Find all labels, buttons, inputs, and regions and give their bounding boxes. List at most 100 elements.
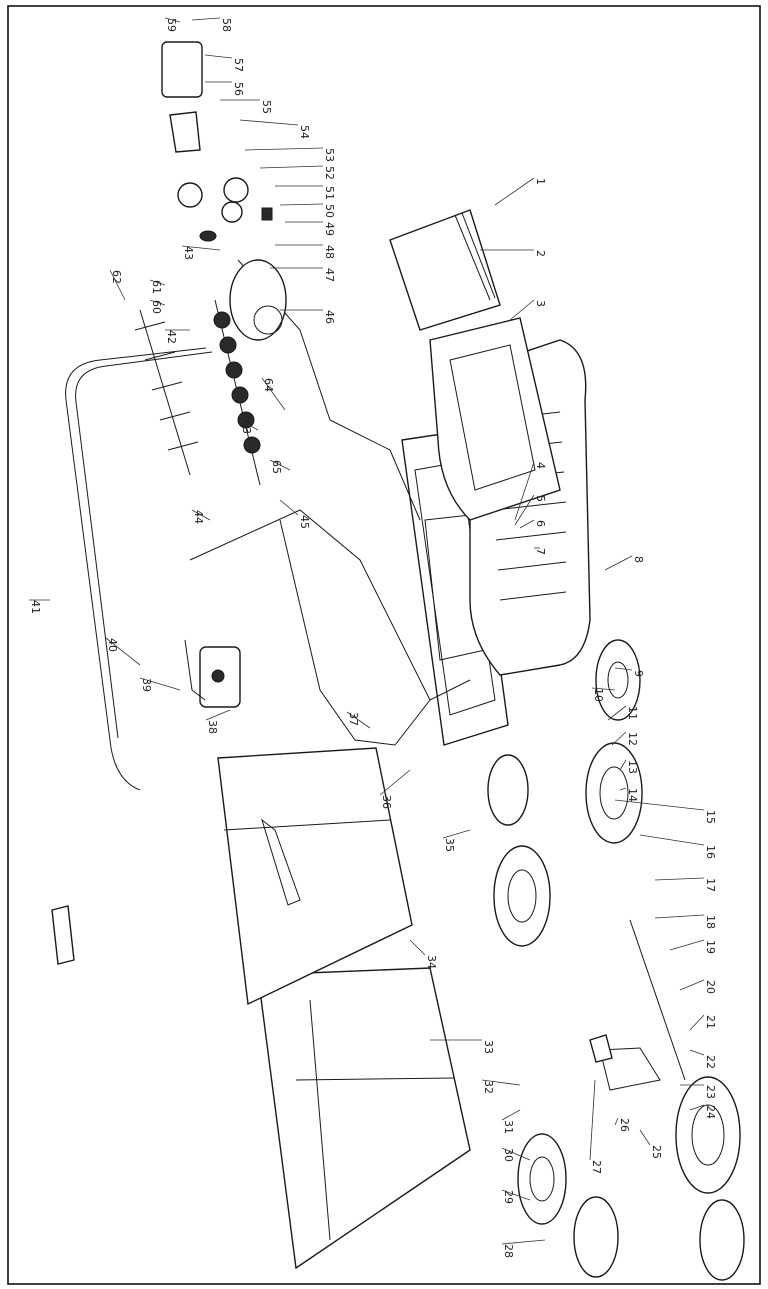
leader-line-3 [509, 299, 535, 321]
part-number-29: 29 [502, 1190, 515, 1204]
leader-line-18 [654, 914, 705, 919]
leader-line-20 [679, 979, 705, 991]
part-number-40: 40 [106, 638, 119, 652]
leader-line-21 [689, 1014, 705, 1031]
leader-line-39 [139, 677, 181, 691]
part-number-45: 45 [298, 515, 311, 529]
part-number-36: 36 [380, 795, 393, 809]
part-number-32: 32 [482, 1080, 495, 1094]
leader-line-32 [481, 1079, 521, 1086]
gear-assembly-part [161, 41, 273, 242]
leader-line-35 [442, 829, 471, 839]
part-number-10: 10 [592, 688, 605, 702]
part-number-53: 53 [323, 148, 336, 162]
leader-line-31 [501, 1109, 521, 1121]
leader-line-54 [239, 119, 299, 126]
part-number-8: 8 [632, 556, 645, 563]
part-number-23: 23 [704, 1085, 717, 1099]
leader-line-1 [494, 177, 535, 206]
part-number-14: 14 [626, 788, 639, 802]
leader-line-27 [589, 1079, 596, 1161]
part-number-33: 33 [482, 1040, 495, 1054]
aerator-rotor-part [213, 299, 261, 486]
upper-handle-part [65, 347, 213, 791]
part-number-39: 39 [140, 678, 153, 692]
part-number-31: 31 [502, 1120, 515, 1134]
top-cover-part [389, 209, 501, 331]
cable-clip-part [51, 905, 75, 965]
leader-line-38 [205, 709, 231, 721]
leader-line-12 [611, 731, 627, 746]
leader-line-65 [269, 459, 291, 471]
leader-line-63 [239, 419, 259, 431]
leader-line-19 [669, 939, 705, 951]
part-number-6: 6 [534, 520, 547, 527]
leader-line-10 [591, 687, 616, 691]
leader-line-17 [654, 877, 705, 881]
part-number-56: 56 [232, 82, 245, 96]
part-number-48: 48 [323, 245, 336, 259]
leader-line-36 [379, 769, 411, 796]
leader-line-53 [244, 147, 324, 151]
part-number-21: 21 [704, 1015, 717, 1029]
leader-line-30 [501, 1147, 531, 1161]
leader-line-8 [604, 555, 633, 571]
part-number-25: 25 [650, 1145, 663, 1159]
leader-line-64 [261, 377, 286, 411]
part-number-58: 58 [220, 18, 233, 32]
part-number-44: 44 [192, 510, 205, 524]
wheel-rim-rear-right-part [699, 1199, 745, 1281]
part-number-47: 47 [323, 268, 336, 282]
wheel-rim-front-right-part [595, 639, 641, 721]
part-number-16: 16 [704, 845, 717, 859]
wheel-rear-right-part [675, 1076, 741, 1194]
leader-line-52 [259, 165, 324, 169]
leader-line-25 [639, 1129, 651, 1146]
part-number-3: 3 [534, 300, 547, 307]
part-number-50: 50 [323, 204, 336, 218]
part-number-2: 2 [534, 250, 547, 257]
leader-line-59 [164, 17, 181, 23]
part-number-20: 20 [704, 980, 717, 994]
part-number-60: 60 [150, 300, 163, 314]
leader-line-16 [639, 834, 705, 846]
part-number-55: 55 [260, 100, 273, 114]
part-number-30: 30 [502, 1148, 515, 1162]
part-number-26: 26 [618, 1118, 631, 1132]
part-number-22: 22 [704, 1055, 717, 1069]
part-number-61: 61 [150, 280, 163, 294]
part-number-27: 27 [590, 1160, 603, 1174]
leader-line-4 [514, 461, 535, 521]
leader-line-50 [279, 203, 324, 206]
leader-line-58 [191, 17, 221, 21]
leader-line-29 [501, 1189, 531, 1201]
part-number-34: 34 [425, 955, 438, 969]
part-number-49: 49 [323, 222, 336, 236]
leader-line-60 [149, 299, 166, 306]
page-border [7, 5, 761, 1285]
wheel-rear-left-part [517, 1133, 567, 1225]
part-number-19: 19 [704, 940, 717, 954]
part-number-46: 46 [323, 310, 336, 324]
part-number-7: 7 [534, 548, 547, 555]
part-number-57: 57 [232, 58, 245, 72]
motor-cover-part [429, 317, 561, 521]
leader-line-43 [181, 245, 221, 251]
part-number-11: 11 [626, 706, 639, 720]
part-number-24: 24 [704, 1105, 717, 1119]
leader-line-37 [346, 711, 371, 729]
leader-line-5 [514, 494, 535, 526]
leader-line-24 [689, 1104, 705, 1111]
grass-bag-part [257, 967, 471, 1270]
part-number-18: 18 [704, 915, 717, 929]
part-number-41: 41 [29, 600, 42, 614]
part-number-65: 65 [270, 460, 283, 474]
leader-line-6 [519, 519, 535, 529]
leader-line-61 [149, 279, 166, 286]
leader-line-44 [191, 509, 211, 521]
leader-line-26 [614, 1117, 619, 1126]
part-number-51: 51 [323, 186, 336, 200]
part-number-4: 4 [534, 462, 547, 469]
leader-line-15 [614, 799, 705, 811]
